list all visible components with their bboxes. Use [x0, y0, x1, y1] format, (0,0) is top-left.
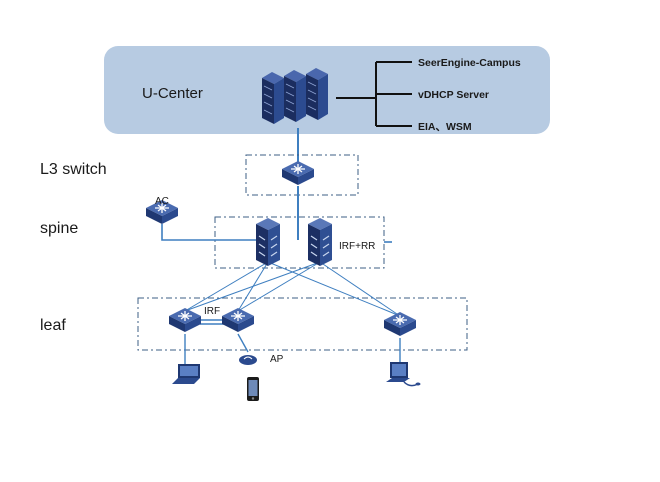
desktop-icon: [386, 362, 421, 387]
ap-icon: [239, 355, 257, 365]
link-ac-spine: [161, 224, 258, 241]
leaf-switch-3-icon: [383, 311, 417, 337]
layer-label-spine: spine: [40, 220, 78, 237]
irf-rr-label: IRF+RR: [339, 241, 375, 252]
service-eia-wsm: EIA、WSM: [418, 121, 472, 133]
laptop-icon: [172, 364, 200, 384]
l3-switch-icon: [281, 160, 315, 186]
phone-icon: [247, 377, 259, 401]
services-bracket: [336, 61, 412, 127]
spine-leaf-links: [184, 261, 401, 317]
spine-switch-1-icon: [255, 217, 281, 267]
layer-label-l3: L3 switch: [40, 161, 107, 178]
l3-group-box: [245, 154, 359, 196]
irf-label: IRF: [204, 306, 220, 317]
leaf-group-box: [137, 297, 468, 351]
ap-label: AP: [270, 354, 284, 365]
service-vdhcp: vDHCP Server: [418, 89, 489, 101]
leaf-switch-2-icon: [221, 307, 255, 333]
layer-label-leaf: leaf: [40, 317, 66, 334]
server-rack-icon: [261, 67, 329, 125]
spine-switch-2-icon: [307, 217, 333, 267]
spine-group-box: [214, 216, 385, 269]
link-leaf-ap: [237, 333, 249, 353]
leaf-switch-1-icon: [168, 307, 202, 333]
service-seerengine: SeerEngine-Campus: [418, 57, 521, 69]
ucenter-title: U-Center: [142, 85, 203, 102]
ac-label: AC: [155, 196, 169, 207]
